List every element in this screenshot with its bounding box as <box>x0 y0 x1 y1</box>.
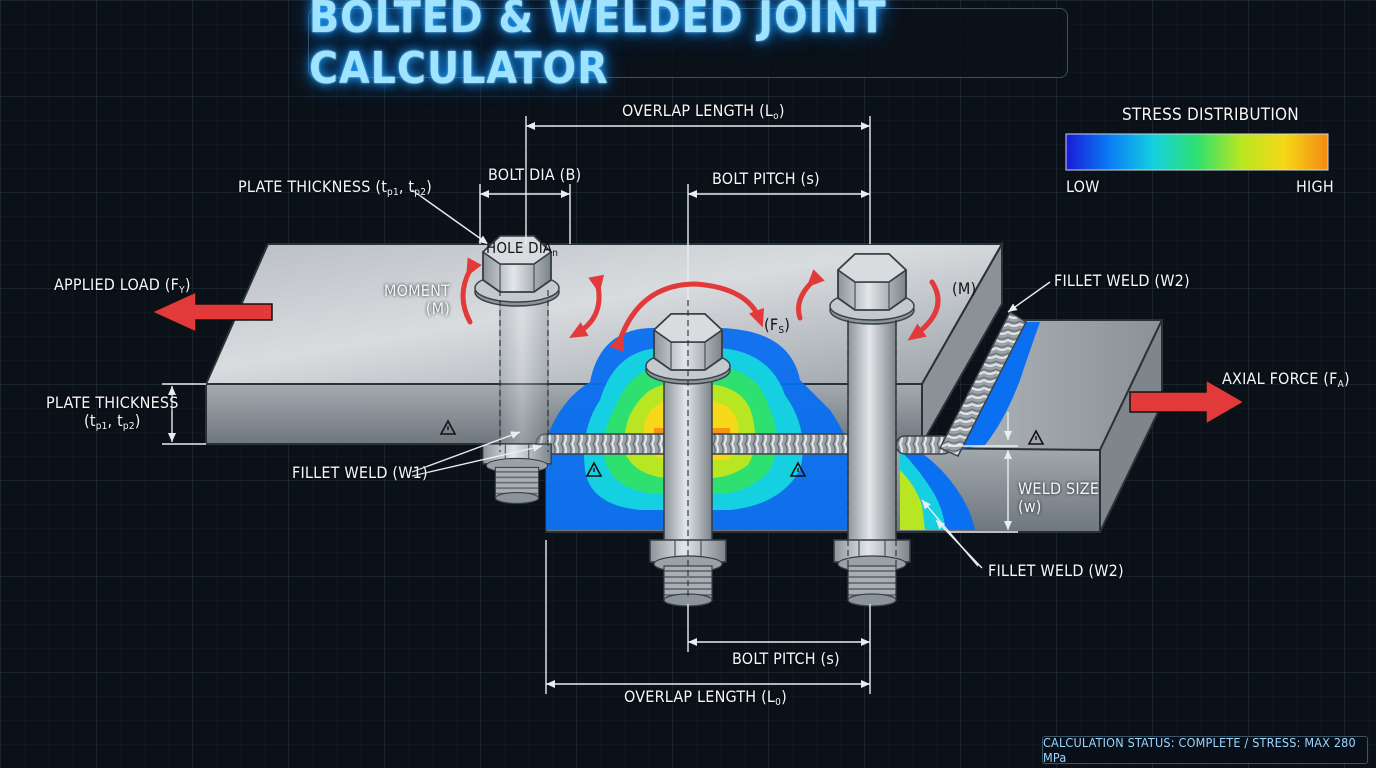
moment-arrow-icon <box>609 281 764 353</box>
label-bolt-pitch-bottom: BOLT PITCH (s) <box>732 649 840 668</box>
status-panel: CALCULATION STATUS: COMPLETE / STRESS: M… <box>1042 735 1368 765</box>
moment-arrow-icon <box>796 269 825 321</box>
label-weld-size: WELD SIZE (w) <box>1018 479 1100 517</box>
page-title: BOLTED & WELDED JOINT CALCULATOR <box>309 0 887 94</box>
label-plate-thickness-left: PLATE THICKNESS (tp1, tp2) <box>46 393 179 433</box>
label-fillet-weld-w1: FILLET WELD (W1) <box>292 463 428 482</box>
label-overlap-length-bottom: OVERLAP LENGTH (L0) <box>624 687 787 708</box>
label-applied-load: APPLIED LOAD (FY) <box>54 275 191 296</box>
stress-legend-bar <box>1065 133 1329 171</box>
legend-high: HIGH <box>1296 177 1334 196</box>
legend-low: LOW <box>1066 177 1100 196</box>
force-arrow-icon <box>150 290 273 334</box>
label-moment-right: (M) <box>952 279 977 298</box>
label-shear-force: (FS) <box>764 315 791 336</box>
dimension-lines <box>162 116 1051 694</box>
force-arrow-icon <box>1129 378 1246 426</box>
label-hole-dia: HOLE DIAn <box>486 239 559 259</box>
stress-legend <box>1065 133 1329 171</box>
moment-arrow-icon <box>569 274 605 338</box>
status-text: CALCULATION STATUS: COMPLETE / STRESS: M… <box>1043 735 1356 765</box>
moment-arrows <box>460 257 941 353</box>
fillet-weld-w2-diagonal <box>938 310 1027 457</box>
label-plate-thickness-top: PLATE THICKNESS (tp1, tp2) <box>238 177 432 198</box>
label-bolt-dia: BOLT DIA (B) <box>488 165 582 184</box>
legend-title: STRESS DISTRIBUTION <box>1122 105 1299 125</box>
force-arrows <box>150 290 1246 426</box>
moment-arrow-icon <box>460 257 482 325</box>
label-bolt-pitch-top: BOLT PITCH (s) <box>712 169 820 188</box>
title-panel: BOLTED & WELDED JOINT CALCULATOR <box>308 0 1068 94</box>
label-fillet-weld-w2-top: FILLET WELD (W2) <box>1054 271 1190 290</box>
moment-arrow-icon <box>907 279 941 341</box>
label-moment-left: MOMENT (M) <box>384 281 451 319</box>
bolt-right <box>829 253 915 607</box>
label-fillet-weld-w2-bottom: FILLET WELD (W2) <box>988 561 1124 580</box>
label-axial-force: AXIAL FORCE (FA) <box>1222 369 1350 390</box>
label-overlap-length-top: OVERLAP LENGTH (Lo) <box>622 101 785 122</box>
